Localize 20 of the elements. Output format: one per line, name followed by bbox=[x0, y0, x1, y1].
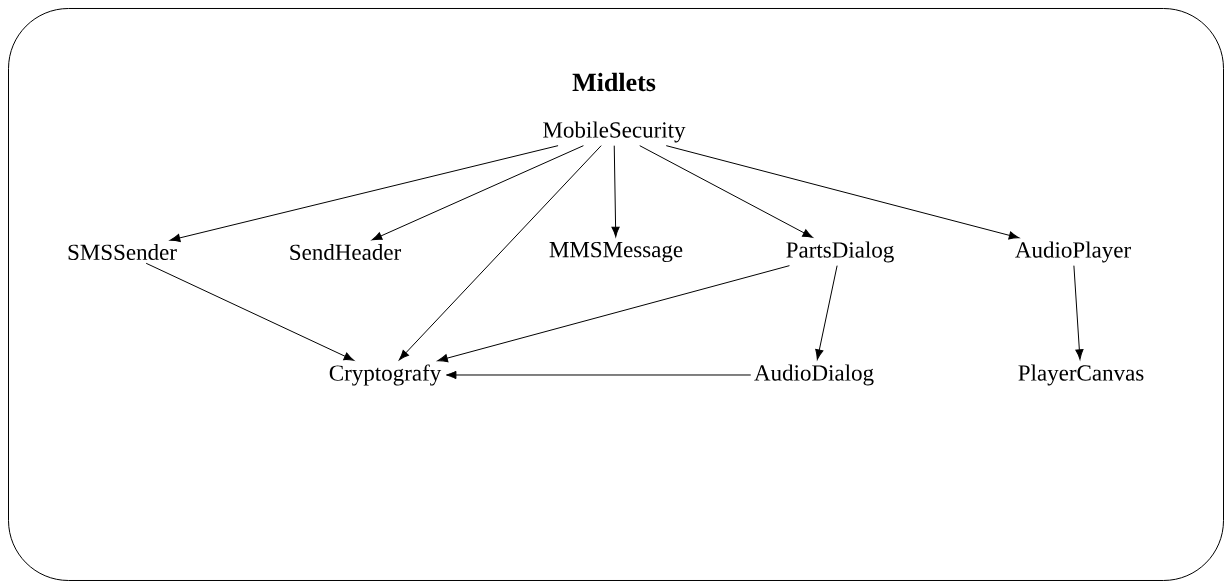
arrow bbox=[639, 145, 813, 238]
arrow bbox=[371, 145, 584, 241]
class-label: MMSMessage bbox=[549, 241, 683, 263]
class-label: PartsDialog bbox=[786, 241, 894, 263]
arrow bbox=[437, 265, 790, 363]
arrow bbox=[145, 262, 355, 361]
arrow bbox=[169, 145, 559, 242]
class-label: PlayerCanvas bbox=[1018, 364, 1144, 386]
class-label: SMSSender bbox=[68, 243, 177, 261]
arrow bbox=[665, 145, 1020, 240]
arrow bbox=[398, 145, 602, 361]
class-label: AudioDialog bbox=[754, 364, 874, 386]
class-label: AudioPlayer bbox=[1015, 241, 1131, 263]
arrow bbox=[611, 145, 620, 238]
arrow bbox=[446, 370, 752, 380]
arrow bbox=[1073, 265, 1084, 360]
class-label: Cryptografy bbox=[329, 364, 442, 386]
arrow bbox=[815, 265, 838, 360]
class-label: MobileSecurity bbox=[543, 121, 686, 143]
class-label: SendHeader bbox=[290, 243, 401, 261]
